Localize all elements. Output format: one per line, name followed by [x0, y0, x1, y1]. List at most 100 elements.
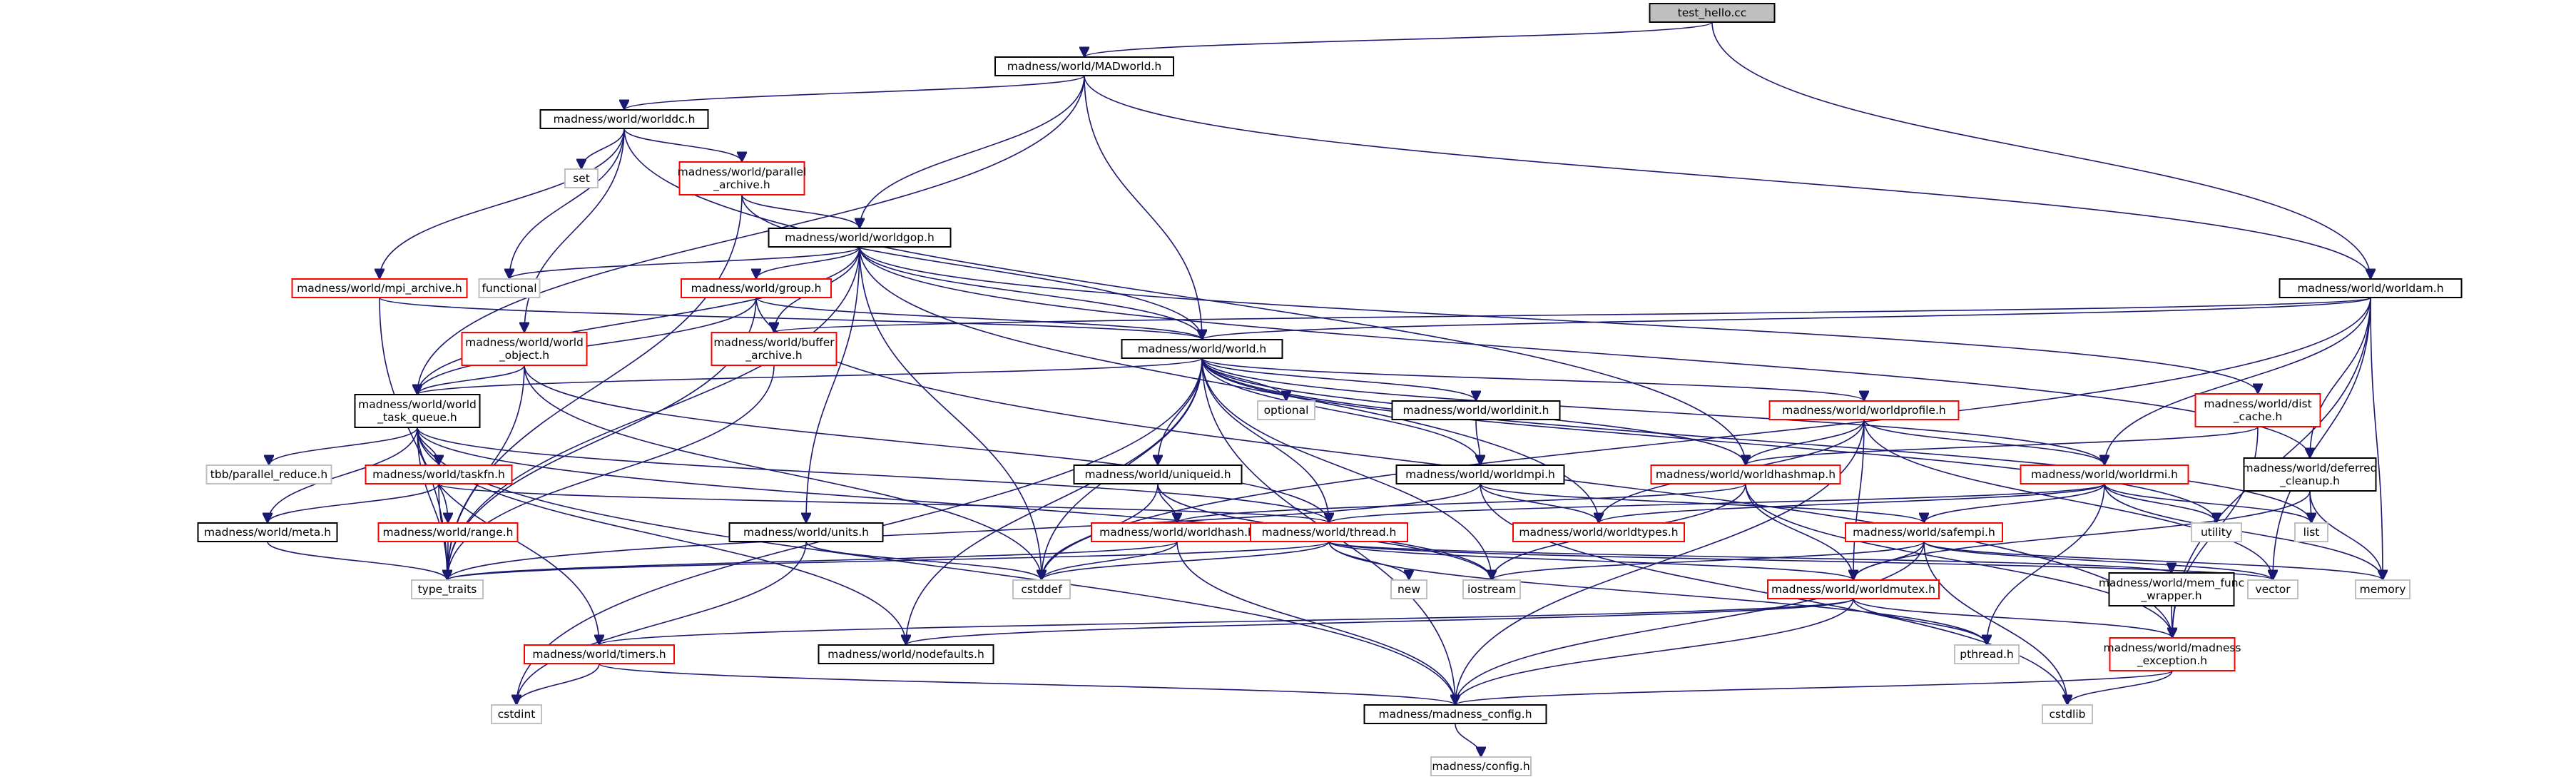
node-box — [461, 332, 588, 366]
node-label: _task_queue.h — [377, 411, 457, 425]
edge-worldrmi-to-memory — [2104, 483, 2383, 580]
node-safempi[interactable]: madness/world/safempi.h — [1845, 522, 2003, 542]
node-cstdlib: cstdlib — [2042, 704, 2093, 724]
edge-worldgop-to-group — [756, 246, 860, 280]
edge-world_task_queue-to-meta — [268, 427, 418, 523]
node-box — [1073, 464, 1243, 484]
node-box — [1363, 704, 1547, 724]
edge-world-to-nodefaults — [906, 357, 1203, 645]
node-range[interactable]: madness/world/range.h — [377, 522, 519, 542]
node-box — [1767, 579, 1940, 599]
node-label: madness/world/worldrmi.h — [2031, 468, 2178, 481]
node-box — [1250, 522, 1408, 542]
node-worldtypes[interactable]: madness/world/worldtypes.h — [1512, 522, 1685, 542]
node-nodefaults[interactable]: madness/world/nodefaults.h — [818, 644, 994, 664]
edge-worldmutex-to-madness_config — [1455, 598, 1854, 705]
node-label: madness/world/worldmpi.h — [1405, 468, 1555, 481]
edge-world_task_queue-to-thread — [417, 427, 1329, 524]
edge-timers-to-madness_config — [599, 663, 1455, 706]
node-box — [478, 278, 541, 298]
node-label: madness/world/worldmutex.h — [1771, 583, 1935, 596]
edge-parallel_archive-to-worldgop — [741, 194, 860, 229]
node-worldam[interactable]: madness/world/worldam.h — [2279, 278, 2463, 298]
edge-worldgop-to-world — [859, 246, 1202, 340]
edge-madness_exception-to-cstdlib — [2067, 670, 2173, 706]
edge-madworld-to-worldam — [1084, 75, 2371, 279]
edge-worlddc-to-world_object — [524, 128, 625, 332]
node-dist-cache[interactable]: madness/world/dist_cache.h — [2194, 393, 2321, 427]
node-functional: functional — [478, 278, 541, 298]
edge-worldprofile-to-vector — [1863, 419, 2273, 580]
node-worlddc[interactable]: madness/world/worlddc.h — [539, 109, 709, 129]
node-box — [564, 168, 599, 188]
node-thread[interactable]: madness/world/thread.h — [1250, 522, 1408, 542]
node-worldmutex[interactable]: madness/world/worldmutex.h — [1767, 579, 1940, 599]
node-label: madness/world/units.h — [743, 526, 869, 539]
node-world[interactable]: madness/world/world.h — [1121, 339, 1283, 359]
edge-worldgop-to-functional — [509, 246, 860, 280]
node-madworld[interactable]: madness/world/MADworld.h — [994, 56, 1174, 76]
edge-safempi-to-iostream — [1492, 541, 1925, 581]
node-taskfn[interactable]: madness/world/taskfn.h — [365, 464, 513, 484]
edge-world-to-worldmpi — [1201, 357, 1480, 465]
node-worldinit[interactable]: madness/world/worldinit.h — [1391, 400, 1561, 420]
node-worldprofile[interactable]: madness/world/worldprofile.h — [1768, 400, 1960, 420]
edge-worldmutex-to-nodefaults — [906, 598, 1854, 646]
node-world-object[interactable]: madness/world/world_object.h — [461, 332, 588, 366]
node-mem-func-wrapper[interactable]: madness/world/mem_func_wrapper.h — [2099, 572, 2244, 606]
node-box — [1512, 522, 1685, 542]
node-madness-exception[interactable]: madness/world/madness_exception.h — [2103, 637, 2241, 671]
node-test-hello[interactable]: test_hello.cc — [1649, 3, 1776, 23]
node-label: type_traits — [418, 583, 477, 596]
node-box — [681, 278, 832, 298]
node-box — [2191, 522, 2242, 542]
node-worldhash[interactable]: madness/world/worldhash.h — [1091, 522, 1263, 542]
edge-world-to-worldprofile — [1201, 357, 1864, 402]
node-label: madness/madness_config.h — [1378, 708, 1532, 721]
node-box — [377, 522, 519, 542]
node-box — [205, 464, 332, 484]
node-label: _cache.h — [2233, 410, 2282, 424]
node-label: madness/world/MADworld.h — [1007, 60, 1161, 73]
node-group[interactable]: madness/world/group.h — [681, 278, 832, 298]
edge-dist_cache-to-worldhashmap — [1746, 426, 2259, 466]
node-label: madness/world/thread.h — [1262, 526, 1397, 539]
node-label: optional — [1264, 404, 1309, 417]
edge-timers-to-cstdint — [516, 663, 600, 706]
node-new: new — [1390, 579, 1427, 599]
edge-deferred_cleanup-to-memory — [2309, 490, 2383, 580]
node-uniqueid[interactable]: madness/world/uniqueid.h — [1073, 464, 1243, 484]
node-box — [539, 109, 709, 129]
node-world-task-queue[interactable]: madness/world/world_task_queue.h — [354, 394, 481, 428]
node-worldgop[interactable]: madness/world/worldgop.h — [768, 228, 952, 248]
node-label: madness/world/buffer — [713, 336, 835, 349]
node-worldhashmap[interactable]: madness/world/worldhashmap.h — [1650, 464, 1841, 484]
node-units[interactable]: madness/world/units.h — [728, 522, 884, 542]
edge-madworld-to-world — [1084, 75, 1202, 340]
node-box — [711, 332, 838, 366]
edge-taskfn-to-meta — [268, 483, 439, 524]
node-label: cstddef — [1021, 583, 1062, 596]
node-label: _archive.h — [745, 349, 802, 362]
node-meta[interactable]: madness/world/meta.h — [197, 522, 338, 542]
edge-worldprofile-to-worldhashmap — [1746, 419, 1865, 466]
node-madness-config[interactable]: madness/madness_config.h — [1363, 704, 1547, 724]
edge-worldrmi-to-worldtypes — [1599, 483, 2105, 524]
node-deferred-cleanup[interactable]: madness/world/deferred_cleanup.h — [2243, 457, 2378, 492]
node-box — [291, 278, 468, 298]
node-label: madness/world/worldinit.h — [1402, 404, 1549, 417]
node-buffer-archive[interactable]: madness/world/buffer_archive.h — [711, 332, 838, 366]
node-box — [354, 394, 481, 428]
node-box — [1257, 400, 1315, 420]
edge-worldam-to-deferred_cleanup — [2310, 297, 2371, 458]
node-worldmpi[interactable]: madness/world/worldmpi.h — [1395, 464, 1565, 484]
node-label: tbb/parallel_reduce.h — [210, 468, 327, 482]
node-parallel-archive[interactable]: madness/world/parallel_archive.h — [678, 161, 807, 196]
node-worldrmi[interactable]: madness/world/worldrmi.h — [2020, 464, 2189, 484]
node-memory: memory — [2355, 579, 2410, 599]
node-box — [678, 161, 805, 196]
node-mpi-archive[interactable]: madness/world/mpi_archive.h — [291, 278, 468, 298]
node-timers[interactable]: madness/world/timers.h — [524, 644, 675, 664]
edge-world-to-utility — [1201, 357, 2216, 523]
node-iostream: iostream — [1462, 579, 1521, 599]
